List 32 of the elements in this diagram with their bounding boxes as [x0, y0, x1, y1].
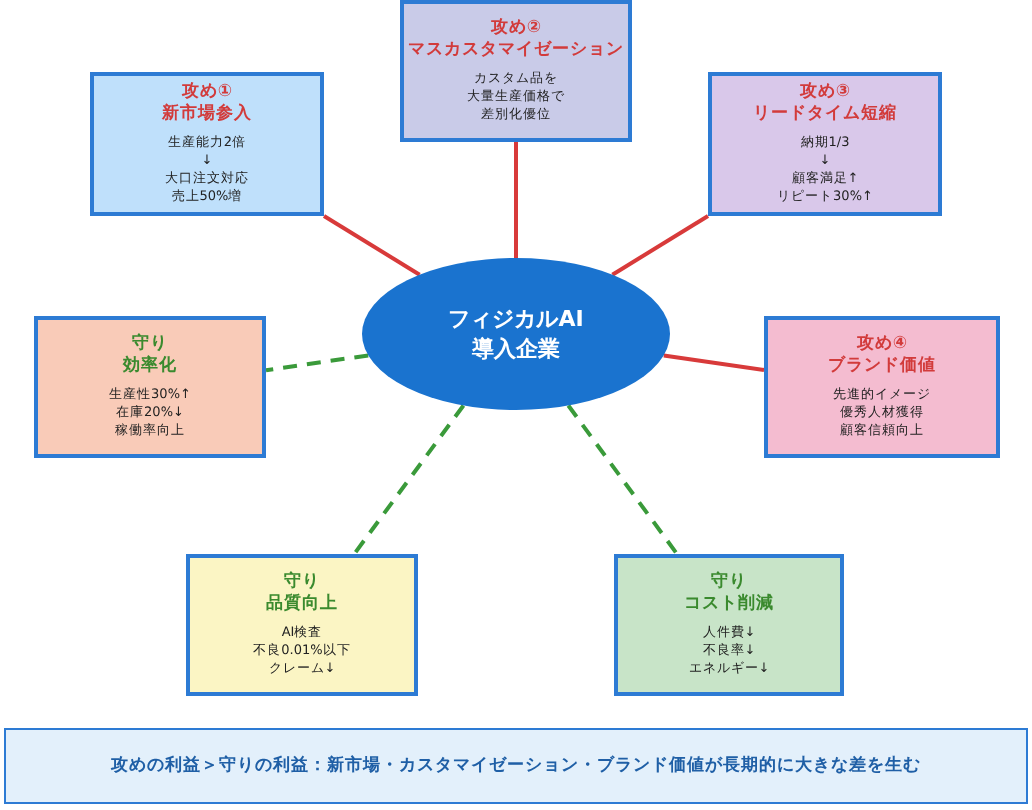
box-label: 攻め① — [181, 82, 233, 103]
box-title: ブランド価値 — [828, 356, 936, 378]
box-title: 効率化 — [123, 356, 177, 378]
connector-line — [611, 214, 710, 277]
strategy-box — [34, 316, 266, 458]
connector-line — [663, 353, 765, 372]
box-title: 品質向上 — [266, 594, 338, 616]
box-label: 守り — [284, 572, 320, 593]
connector-line — [322, 214, 421, 277]
connector-line — [566, 404, 679, 556]
box-title: マスカスタマイゼーション — [408, 40, 624, 62]
box-label: 守り — [711, 572, 747, 593]
connector-line — [352, 404, 466, 556]
strategy-box — [186, 554, 418, 696]
box-label: 守り — [132, 334, 168, 355]
connector-line — [265, 353, 369, 373]
box-title: コスト削減 — [684, 594, 774, 616]
summary-text: 攻めの利益＞守りの利益：新市場・カスタマイゼーション・ブランド価値が長期的に大きな差を生む — [111, 755, 921, 777]
box-title: 新市場参入 — [162, 104, 252, 126]
connector-line — [514, 142, 518, 258]
strategy-box — [708, 72, 942, 216]
center-title: 導入企業 — [472, 334, 560, 364]
box-label: 攻め② — [490, 18, 542, 40]
strategy-box — [764, 316, 1000, 458]
strategy-box — [400, 0, 632, 142]
summary-banner — [4, 728, 1028, 804]
center-title: フィジカルAI — [448, 304, 584, 334]
strategy-box — [614, 554, 844, 696]
box-title: リードタイム短縮 — [753, 104, 897, 126]
strategy-box — [90, 72, 324, 216]
box-label: 攻め④ — [856, 334, 908, 356]
box-label: 攻め③ — [799, 82, 851, 104]
